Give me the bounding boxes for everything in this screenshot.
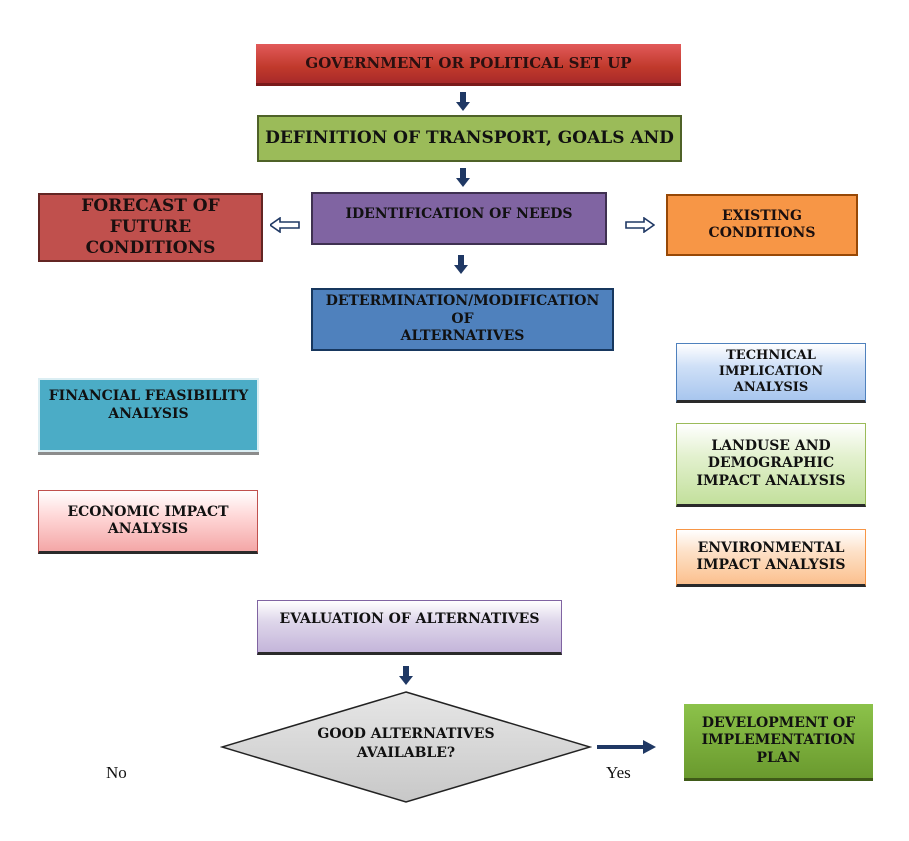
financial-feasibility-box: FINANCIAL FEASIBILITY ANALYSIS xyxy=(38,378,259,452)
existing-conditions-label: EXISTING CONDITIONS xyxy=(708,207,816,242)
technical-label-line1: TECHNICAL IMPLICATION xyxy=(718,347,824,379)
economic-label-line2: ANALYSIS xyxy=(107,521,189,537)
determination-alternatives-box: DETERMINATION/MODIFICATION OF ALTERNATIV… xyxy=(311,288,614,351)
evaluation-label: EVALUATION OF ALTERNATIVES xyxy=(279,611,540,627)
no-branch-label: No xyxy=(106,763,127,782)
technical-implication-box: TECHNICAL IMPLICATION ANALYSIS xyxy=(676,343,866,403)
arrow-down-definition-to-identification xyxy=(456,168,470,187)
decision-label-line2: AVAILABLE? xyxy=(356,744,456,761)
environmental-label-line2: IMPACT ANALYSIS xyxy=(696,557,846,573)
government-setup-box: GOVERNMENT OR POLITICAL SET UP xyxy=(256,44,681,86)
technical-label-line2: ANALYSIS xyxy=(733,380,809,396)
landuse-label-line3: IMPACT ANALYSIS xyxy=(696,472,846,489)
development-plan-box: DEVELOPMENT OF IMPLEMENTATION PLAN xyxy=(684,704,873,781)
financial-label-line1: FINANCIAL FEASIBILITY xyxy=(48,388,249,404)
economic-impact-box: ECONOMIC IMPACT ANALYSIS xyxy=(38,490,258,554)
identification-needs-label: IDENTIFICATION OF NEEDS xyxy=(345,206,573,222)
definition-goals-label: DEFINITION OF TRANSPORT, GOALS AND xyxy=(265,127,674,148)
financial-label-line2: ANALYSIS xyxy=(108,405,189,422)
determination-label-line1: DETERMINATION/MODIFICATION OF xyxy=(325,293,600,327)
arrow-down-identification-to-determination xyxy=(454,255,468,274)
yes-branch-label: Yes xyxy=(606,763,631,782)
identification-needs-box: IDENTIFICATION OF NEEDS xyxy=(311,192,607,245)
landuse-label-line1: LANDUSE AND xyxy=(711,437,831,454)
decision-label-line1: GOOD ALTERNATIVES xyxy=(317,726,495,742)
decision-diamond xyxy=(220,691,592,803)
government-setup-label: GOVERNMENT OR POLITICAL SET UP xyxy=(305,54,632,73)
forecast-future-box: FORECAST OF FUTURE CONDITIONS xyxy=(38,193,263,262)
arrow-right-decision-to-development xyxy=(597,740,656,754)
arrow-down-evaluation-to-decision xyxy=(399,666,413,685)
development-label-line1: DEVELOPMENT OF xyxy=(701,714,856,731)
arrow-left-to-forecast xyxy=(270,217,300,233)
development-label-line3: PLAN xyxy=(756,749,801,766)
economic-label-line1: ECONOMIC IMPACT xyxy=(67,503,229,520)
determination-label-line2: ALTERNATIVES xyxy=(400,328,525,345)
environmental-label-line1: ENVIRONMENTAL xyxy=(697,539,845,556)
arrow-down-govt-to-definition xyxy=(456,92,470,111)
forecast-future-label-line2: CONDITIONS xyxy=(85,238,216,259)
landuse-label-line2: DEMOGRAPHIC xyxy=(707,455,835,472)
environmental-impact-box: ENVIRONMENTAL IMPACT ANALYSIS xyxy=(676,529,866,587)
evaluation-alternatives-box: EVALUATION OF ALTERNATIVES xyxy=(257,600,562,655)
development-label-line2: IMPLEMENTATION xyxy=(701,732,856,749)
landuse-demographic-box: LANDUSE AND DEMOGRAPHIC IMPACT ANALYSIS xyxy=(676,423,866,507)
existing-conditions-box: EXISTING CONDITIONS xyxy=(666,194,858,256)
forecast-future-label-line1: FORECAST OF FUTURE xyxy=(81,195,220,237)
decision-label: GOOD ALTERNATIVES AVAILABLE? xyxy=(300,725,512,763)
arrow-right-to-existing xyxy=(625,217,655,233)
definition-goals-box: DEFINITION OF TRANSPORT, GOALS AND xyxy=(257,115,682,162)
